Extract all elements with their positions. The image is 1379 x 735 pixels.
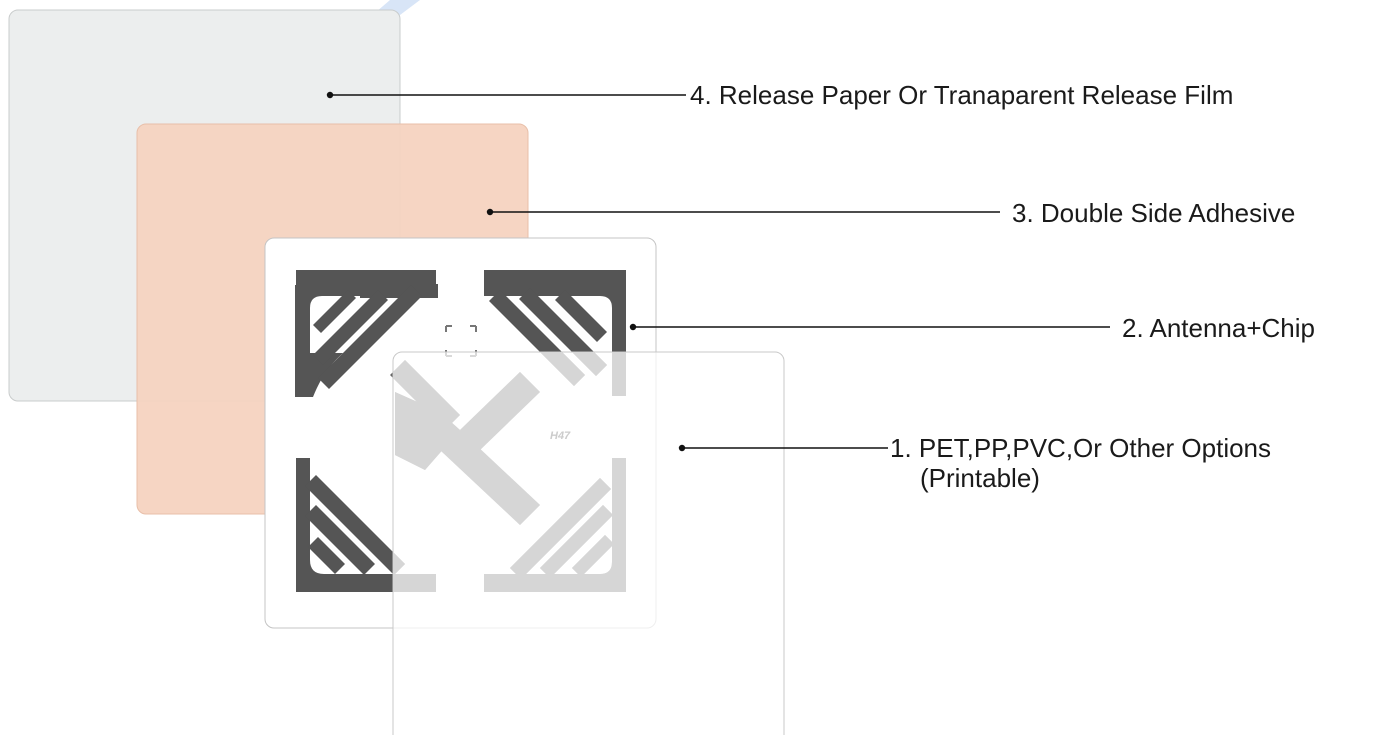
label-layer-2: 2. Antenna+Chip: [1122, 313, 1315, 343]
leader-dot-1: [678, 444, 686, 452]
leader-lines: [330, 94, 1110, 449]
label-layer-1: 1. PET,PP,PVC,Or Other Options (Printabl…: [890, 433, 1271, 493]
leader-dots: [326, 91, 686, 452]
leader-dot-2: [629, 323, 637, 331]
leader-dot-3: [486, 208, 494, 216]
leader-dot-4: [326, 91, 334, 99]
label-layer-1-line2: (Printable): [920, 463, 1040, 493]
label-layer-3: 3. Double Side Adhesive: [1012, 198, 1296, 228]
chip-code: H47: [550, 430, 571, 442]
label-layer-1-line1: 1. PET,PP,PVC,Or Other Options: [890, 433, 1272, 463]
label-layer-4: 4. Release Paper Or Tranaparent Release …: [690, 80, 1234, 110]
